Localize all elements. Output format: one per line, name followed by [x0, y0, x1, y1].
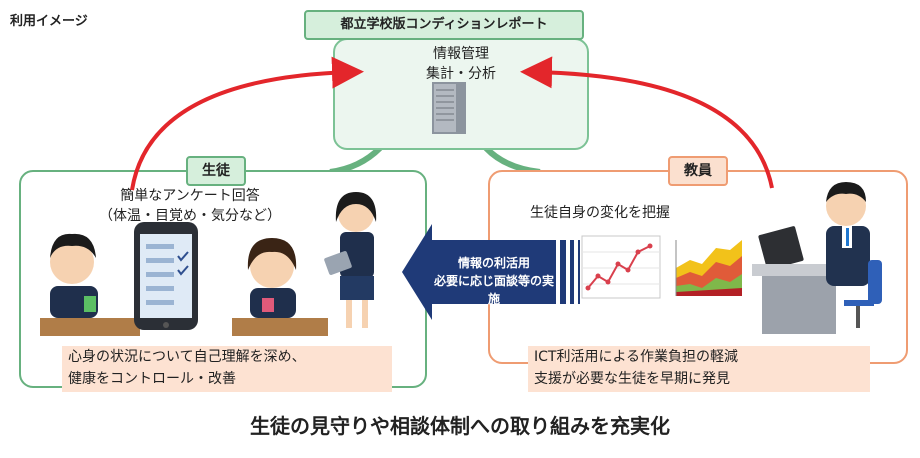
teacher-grasp-text: 生徒自身の変化を把握: [530, 205, 670, 221]
summary-heading: 生徒の見守りや相談体制への取り組みを充実化: [250, 414, 670, 438]
server-description: 情報管理 集計・分析: [333, 44, 589, 84]
line-chart-icon: [581, 235, 661, 299]
student-benefit-box: 心身の状況について自己理解を深め、 健康をコントロール・改善: [62, 346, 392, 392]
student-benefit-line-1: 心身の状況について自己理解を深め、: [68, 349, 306, 365]
server-line-aggregation: 集計・分析: [426, 66, 496, 82]
smartphone-survey-icon: [134, 222, 198, 330]
student-tag: 生徒: [186, 156, 246, 186]
teacher-benefit-line-2: 支援が必要な生徒を早期に発見: [534, 371, 730, 387]
arrow-line-2: 必要に応じ面談等の実施: [433, 274, 554, 306]
info-utilization-text: 情報の利活用 必要に応じ面談等の実施: [432, 254, 556, 308]
survey-line-2: （体温・目覚め・気分など）: [99, 208, 281, 224]
teacher-benefit-line-1: ICT利活用による作業負担の軽減: [534, 349, 739, 365]
survey-line-1: 簡単なアンケート回答: [120, 188, 260, 204]
usage-image-label: 利用イメージ: [10, 14, 88, 29]
boy-student-icon: [50, 233, 98, 318]
teacher-benefit-box: ICT利活用による作業負担の軽減 支援が必要な生徒を早期に発見: [528, 346, 870, 392]
system-name-tag: 都立学校版コンディションレポート: [304, 10, 584, 40]
survey-description: 簡単なアンケート回答 （体温・目覚め・気分など）: [40, 186, 340, 226]
student-benefit-line-2: 健康をコントロール・改善: [68, 371, 236, 387]
area-chart-icon: [675, 240, 742, 296]
teacher-tag: 教員: [668, 156, 728, 186]
server-line-info-management: 情報管理: [433, 46, 489, 62]
standing-student-icon: [324, 192, 377, 328]
arrow-line-1: 情報の利活用: [457, 256, 530, 270]
teacher-at-desk-icon: [752, 182, 882, 334]
girl-student-icon: [247, 238, 297, 318]
